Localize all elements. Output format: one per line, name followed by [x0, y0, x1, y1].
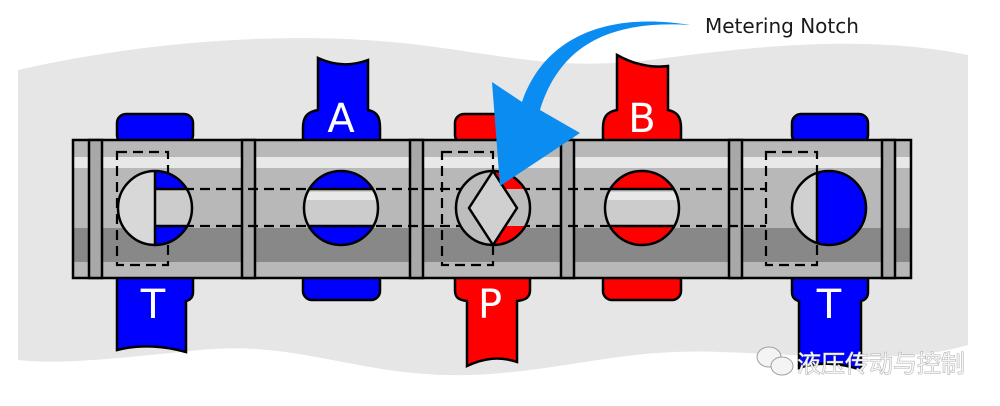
metering-notch-annotation: Metering Notch	[705, 14, 859, 38]
valve-body	[71, 138, 913, 280]
wechat-icon	[756, 346, 794, 376]
port-b-stem	[601, 52, 683, 144]
tank-right-bottom-stem	[790, 274, 870, 372]
port-p-label: P	[478, 282, 502, 328]
tank-left-window	[116, 169, 194, 247]
tank-left-bottom-stem	[115, 274, 195, 354]
watermark-text: 液压传动与控制	[797, 350, 965, 378]
tank-right-window	[790, 169, 868, 247]
port-a-label: A	[327, 96, 355, 142]
port-t-right-label: T	[816, 282, 842, 328]
port-t-left-label: T	[140, 282, 166, 328]
port-b-label: B	[628, 96, 655, 142]
port-a-stem	[301, 56, 382, 144]
pressure-bottom-stem	[453, 274, 532, 368]
curved-arrow-icon	[492, 21, 690, 186]
port-b-window	[603, 169, 681, 247]
port-a-window	[302, 169, 380, 247]
